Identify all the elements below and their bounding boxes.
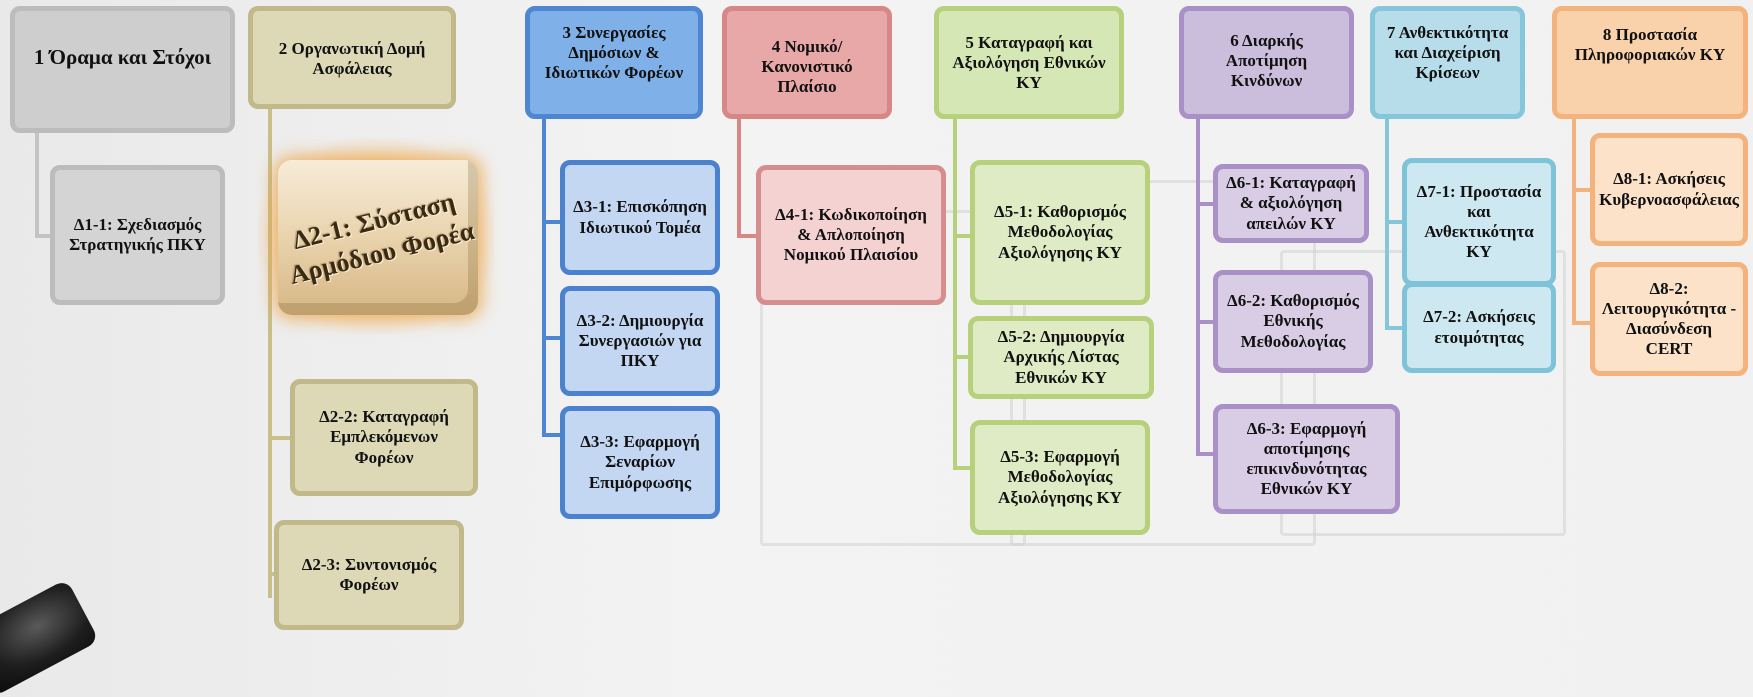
node-d2-2: Δ2-2: Καταγραφή Εμπλεκόμενων Φορέων xyxy=(290,379,478,496)
node-d5-1: Δ5-1: Καθορισμός Μεθοδολογίας Αξιολόγηση… xyxy=(970,160,1150,305)
node-d2-1-highlighted: Δ2-1: Σύσταση Αρμόδιου Φορέα xyxy=(278,160,478,315)
group-5-header: 5 Καταγραφή και Αξιολόγηση Εθνικών ΚΥ xyxy=(934,6,1124,119)
node-d4-1: Δ4-1: Κωδικοποίηση & Απλοποίηση Νομικού … xyxy=(756,165,946,305)
node-d3-1: Δ3-1: Επισκόπηση Ιδιωτικού Τομέα xyxy=(560,160,720,275)
connector xyxy=(737,110,741,238)
connector xyxy=(1196,202,1216,206)
node-d6-3: Δ6-3: Εφαρμογή αποτίμησης επικινδυνότητα… xyxy=(1213,404,1400,514)
group-4-header: 4 Νομικό/ Κανονιστικό Πλαίσιο xyxy=(722,6,892,119)
node-label: Δ8-2: Λειτουργικότητα - Διασύνδεση CERT xyxy=(1601,278,1737,359)
node-label: Δ6-3: Εφαρμογή αποτίμησης επικινδυνότητα… xyxy=(1246,418,1367,499)
node-label: Δ3-3: Εφαρμογή Σεναρίων Επιμόρφωσης xyxy=(580,432,700,492)
group-6-header: 6 Διαρκής Αποτίμηση Κινδύνων xyxy=(1179,6,1354,119)
connector xyxy=(542,433,562,437)
group-title: 1 Όραμα και Στόχοι xyxy=(33,45,212,69)
node-label: Δ3-1: Επισκόπηση Ιδιωτικού Τομέα xyxy=(573,197,707,237)
node-label: Δ3-2: Δημιουργία Συνεργασιών για ΠΚΥ xyxy=(576,310,704,371)
node-label: Δ6-2: Καθορισμός Εθνικής Μεθοδολογίας xyxy=(1227,291,1359,351)
node-d3-3: Δ3-3: Εφαρμογή Σεναρίων Επιμόρφωσης xyxy=(560,406,720,519)
connector xyxy=(1572,110,1576,325)
node-label: Δ7-2: Ασκήσεις ετοιμότητας xyxy=(1423,307,1535,347)
group-8-header: 8 Προστασία Πληροφοριακών ΚΥ xyxy=(1552,6,1748,119)
node-label: Δ7-1: Προστασία και Ανθεκτικότητα ΚΥ xyxy=(1416,181,1542,262)
node-label: Δ2-2: Καταγραφή Εμπλεκόμενων Φορέων xyxy=(319,407,449,467)
node-d8-2: Δ8-2: Λειτουργικότητα - Διασύνδεση CERT xyxy=(1590,262,1748,376)
node-label: Δ2-1: Σύσταση Αρμόδιου Φορέα xyxy=(286,186,477,290)
connector xyxy=(1572,321,1592,325)
connector xyxy=(1196,110,1200,456)
connector xyxy=(542,336,562,340)
node-d5-3: Δ5-3: Εφαρμογή Μεθοδολογίας Αξιολόγησης … xyxy=(970,420,1150,535)
group-3-header: 3 Συνεργασίες Δημόσιων & Ιδιωτικών Φορέω… xyxy=(525,6,703,119)
node-label: Δ4-1: Κωδικοποίηση & Απλοποίηση Νομικού … xyxy=(775,204,927,265)
connector xyxy=(953,466,973,470)
connector xyxy=(953,355,973,359)
node-label: Δ5-2: Δημιουργία Αρχικής Λίστας Εθνικών … xyxy=(997,327,1125,387)
node-d1-1: Δ1-1: Σχεδιασμός Στρατηγικής ΠΚΥ xyxy=(50,165,225,305)
connector xyxy=(1196,320,1216,324)
group-title: 7 Ανθεκτικότητα και Διαχείριση Κρίσεων xyxy=(1386,23,1509,83)
node-label: Δ5-3: Εφαρμογή Μεθοδολογίας Αξιολόγησης … xyxy=(998,447,1122,507)
connector xyxy=(953,234,973,238)
group-1-header: 1 Όραμα και Στόχοι xyxy=(10,6,235,133)
node-d7-1: Δ7-1: Προστασία και Ανθεκτικότητα ΚΥ xyxy=(1402,158,1556,286)
node-d6-2: Δ6-2: Καθορισμός Εθνικής Μεθοδολογίας xyxy=(1213,270,1373,373)
connector xyxy=(1572,188,1592,192)
group-title: 4 Νομικό/ Κανονιστικό Πλαίσιο xyxy=(761,37,853,97)
group-title: 3 Συνεργασίες Δημόσιων & Ιδιωτικών Φορέω… xyxy=(544,23,684,83)
connector xyxy=(268,436,292,440)
node-d7-2: Δ7-2: Ασκήσεις ετοιμότητας xyxy=(1402,282,1556,373)
node-label: Δ1-1: Σχεδιασμός Στρατηγικής ΠΚΥ xyxy=(69,214,206,254)
connector xyxy=(35,130,39,238)
node-label: Δ8-1: Ασκήσεις Κυβερνοασφάλειας xyxy=(1599,169,1739,209)
group-2-header: 2 Οργανωτική Δομή Ασφάλειας xyxy=(248,6,456,109)
connector xyxy=(953,110,957,470)
node-d8-1: Δ8-1: Ασκήσεις Κυβερνοασφάλειας xyxy=(1590,133,1748,246)
connector xyxy=(1385,220,1405,224)
group-title: 8 Προστασία Πληροφοριακών ΚΥ xyxy=(1574,25,1726,65)
group-title: 6 Διαρκής Αποτίμηση Κινδύνων xyxy=(1225,31,1308,91)
node-d5-2: Δ5-2: Δημιουργία Αρχικής Λίστας Εθνικών … xyxy=(968,316,1154,399)
node-label: Δ2-3: Συντονισμός Φορέων xyxy=(301,554,437,594)
connector xyxy=(35,234,55,238)
corner-graphic xyxy=(0,578,100,697)
connector xyxy=(542,220,562,224)
node-d6-1: Δ6-1: Καταγραφή & αξιολόγηση απειλών ΚΥ xyxy=(1213,164,1369,243)
node-label: Δ6-1: Καταγραφή & αξιολόγηση απειλών ΚΥ xyxy=(1226,173,1356,233)
group-title: 5 Καταγραφή και Αξιολόγηση Εθνικών ΚΥ xyxy=(952,33,1106,93)
group-title: 2 Οργανωτική Δομή Ασφάλειας xyxy=(278,39,426,79)
connector xyxy=(1196,452,1216,456)
connector xyxy=(737,234,759,238)
connector xyxy=(542,110,546,437)
node-d2-3: Δ2-3: Συντονισμός Φορέων xyxy=(274,520,464,630)
group-7-header: 7 Ανθεκτικότητα και Διαχείριση Κρίσεων xyxy=(1370,6,1525,119)
node-label: Δ5-1: Καθορισμός Μεθοδολογίας Αξιολόγηση… xyxy=(994,202,1126,262)
connector xyxy=(268,98,272,598)
connector xyxy=(1385,326,1405,330)
node-d3-2: Δ3-2: Δημιουργία Συνεργασιών για ΠΚΥ xyxy=(560,286,720,396)
